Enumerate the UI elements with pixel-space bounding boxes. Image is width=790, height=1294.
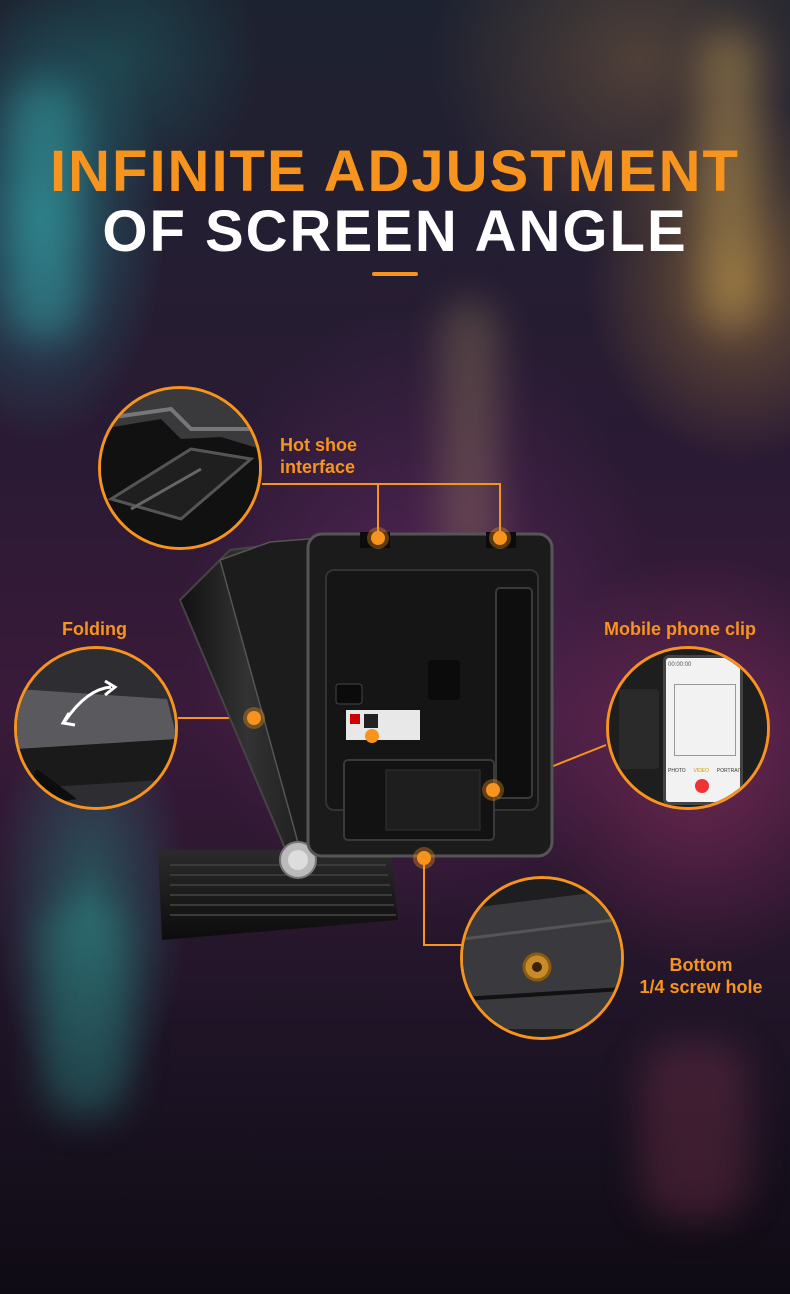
screw-zoom-image (460, 876, 624, 1040)
teleprompter-product (158, 532, 554, 940)
screw-label-line-1: Bottom (669, 955, 733, 975)
hot-shoe-dot-left (371, 531, 385, 545)
fold-arrow-icon (60, 679, 118, 727)
bokeh-light (440, 300, 500, 560)
screw-label: Bottom 1/4 screw hole (636, 954, 766, 998)
folding-zoom-image (14, 646, 178, 810)
headline-line-2: OF SCREEN ANGLE (102, 199, 688, 264)
phone-timer: 00:00:00 (668, 662, 692, 668)
screw-connector (423, 858, 462, 946)
hot-shoe-zoom-image (98, 386, 262, 550)
phone-clip-zoom-image: PHOTO VIDEO PORTRAIT 00:00:00 (606, 646, 770, 810)
phone-mode-portrait: PORTRAIT (716, 768, 742, 774)
bokeh-light (700, 30, 760, 330)
phone-mode-video: VIDEO (693, 768, 710, 774)
folding-dot (247, 711, 261, 725)
hot-shoe-label: Hot shoe interface (280, 435, 358, 477)
headline-line-1: INFINITE ADJUSTMENT (50, 139, 740, 204)
bokeh-light (640, 1040, 750, 1220)
bokeh-light (10, 80, 80, 340)
phone-clip-label: Mobile phone clip (604, 619, 756, 639)
phone-mode-photo: PHOTO (668, 768, 686, 774)
phone-clip-dot (486, 783, 500, 797)
screw-label-line-2: 1/4 screw hole (639, 977, 763, 997)
headline-underline (372, 272, 418, 276)
bokeh-light (40, 900, 130, 1120)
hot-shoe-connector (377, 483, 501, 538)
screw-dot (417, 851, 431, 865)
hot-shoe-dot-right (493, 531, 507, 545)
record-button-icon (695, 779, 709, 793)
phone-screen: PHOTO VIDEO PORTRAIT 00:00:00 (663, 655, 743, 805)
folding-label: Folding (62, 619, 127, 639)
screw-hole-icon (522, 952, 552, 982)
